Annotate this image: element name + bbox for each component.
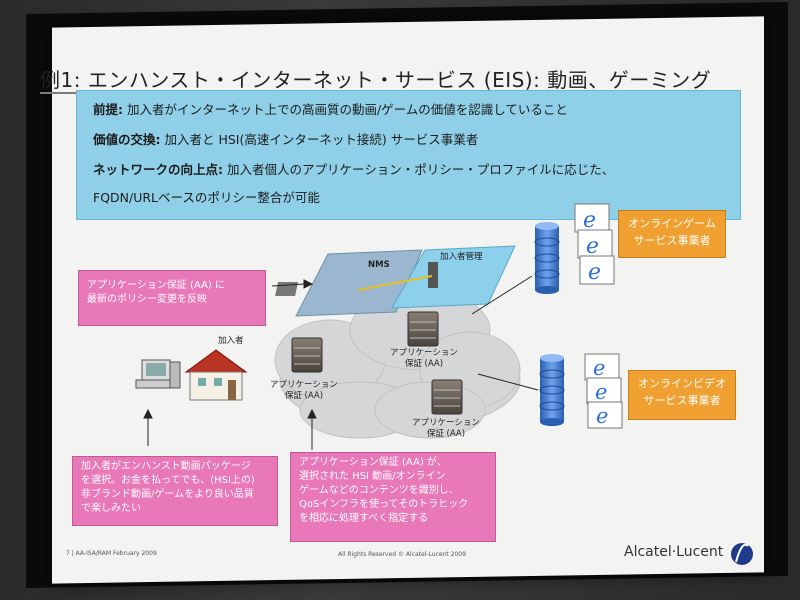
nms-panel (275, 249, 423, 317)
svg-text:e: e (593, 356, 605, 380)
aa-policy-update-callout: アプリケーション保証 (AA) に 最新のポリシー変更を反映 (78, 270, 266, 326)
slide-title: 例1: エンハンスト・インターネット・サービス (EIS): 動画、ゲーミング (40, 68, 712, 92)
svg-text:e: e (583, 208, 596, 233)
svg-text:e: e (595, 380, 607, 404)
nms-label: NMS (368, 260, 390, 270)
value-exchange-line: 価値の交換: 加入者と HSI(高速インターネット接続) サービス事業者 (93, 132, 479, 147)
server-stack-icon (539, 354, 565, 426)
subscriber-choice-callout: 加入者がエンハンスト動画パッケージ を選択。お金を払ってでも、(HSI上の) 非… (72, 456, 278, 526)
subscriber-management-label: 加入者管理 (440, 252, 483, 262)
network-improvement-line-2: FQDN/URLベースのポリシー整合が可能 (93, 190, 320, 205)
svg-text:e: e (596, 404, 608, 428)
footer-page-info: 7 | AA-ISA/RAM February 2009 (66, 550, 157, 557)
premise-line: 前提: 加入者がインターネット上での高画質の動画/ゲームの価値を認識していること (93, 102, 568, 117)
ie-browser-icon: e (584, 353, 620, 381)
aa-traffic-handling-callout: アプリケーション保証 (AA) が、 選択された HSI 動画/オンライン ゲー… (290, 452, 496, 542)
ie-browser-icon: e (574, 203, 610, 233)
aa-middle-label: アプリケーション 保証 (AA) (390, 348, 458, 369)
ie-browser-icon: e (579, 255, 615, 285)
aa-left-label: アプリケーション 保証 (AA) (270, 380, 338, 401)
ie-browser-icon: e (577, 229, 613, 259)
svg-text:e: e (586, 234, 599, 259)
subscriber-label: 加入者 (218, 336, 244, 346)
server-stack-icon (534, 222, 560, 294)
svg-text:e: e (588, 260, 601, 285)
arrow-icon (271, 279, 314, 289)
router-icon (431, 379, 463, 415)
online-game-provider-box: オンラインゲーム サービス事業者 (618, 210, 726, 258)
house-icon (184, 349, 248, 401)
ie-browser-icon: e (587, 401, 623, 429)
brand-name: Alcatel·Lucent (624, 544, 724, 560)
management-link (357, 275, 433, 291)
router-icon (291, 337, 323, 373)
arrow-icon (307, 408, 317, 450)
ie-browser-icon: e (586, 377, 622, 405)
router-to-game-server-link (471, 275, 533, 315)
router-icon (407, 311, 439, 347)
alcatel-lucent-logo (731, 543, 753, 565)
footer-copyright: All Rights Reserved © Alcatel-Lucent 200… (338, 551, 466, 558)
online-video-provider-box: オンラインビデオ サービス事業者 (628, 370, 736, 420)
arrow-icon (143, 408, 153, 446)
router-to-video-server-link (477, 373, 539, 391)
aa-lower-label: アプリケーション 保証 (AA) (412, 418, 480, 439)
network-improvement-line: ネットワークの向上点: 加入者個人のアプリケーション・ポリシー・プロファイルに応… (93, 162, 615, 177)
computer-icon (135, 359, 181, 389)
premise-box: 前提: 加入者がインターネット上での高画質の動画/ゲームの価値を認識していること… (76, 90, 741, 220)
